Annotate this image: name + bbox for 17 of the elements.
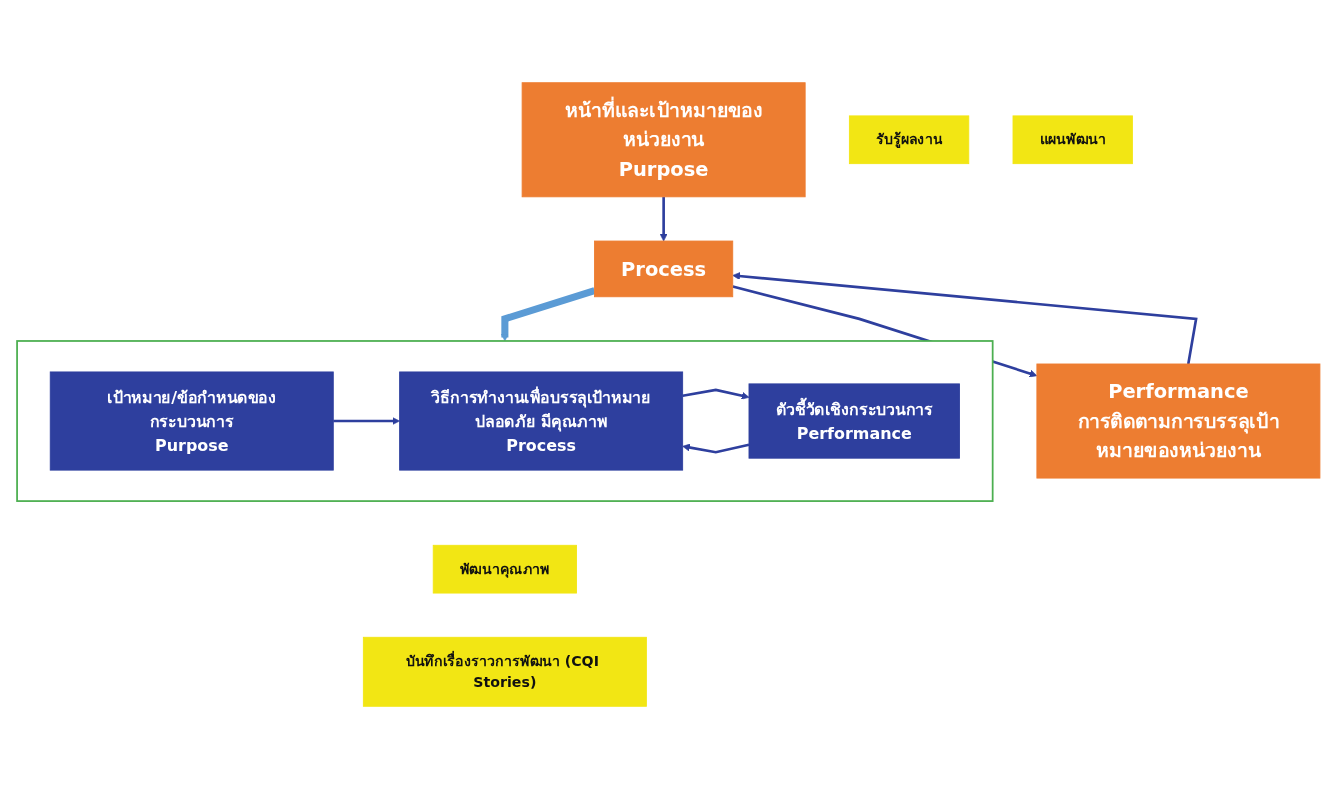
node-box: วิธีการทำงานเพื่อบรรลุเป้าหมายปลอดภัย มีคุณภาพ Process	[399, 371, 684, 471]
node-box: Process	[594, 240, 734, 298]
arrow	[501, 287, 596, 342]
arrow	[682, 388, 750, 400]
node-box: บันทึกเรื่องราวการพัฒนา (CQI Stories)	[362, 636, 647, 707]
node-box: Performance การติดตามการบรรลุเป้าหมายของหน่วยงาน	[1036, 363, 1321, 479]
arrow	[732, 272, 1198, 365]
arrow	[682, 443, 750, 454]
arrow	[659, 196, 668, 242]
node-box: แผนพัฒนา	[1012, 115, 1133, 165]
node-box: เป้าหมาย/ข้อกำหนดของกระบวนการ Purpose	[49, 371, 334, 471]
node-box: รับรู้ผลงาน	[848, 115, 970, 165]
node-box: พัฒนาคุณภาพ	[432, 544, 577, 594]
node-box: ตัวชี้วัดเชิงกระบวนการ Performance	[748, 383, 960, 459]
arrow	[333, 417, 400, 425]
cluster	[16, 340, 994, 502]
node-box: หน้าที่และเป้าหมายของหน่วยงาน Purpose	[521, 82, 806, 198]
